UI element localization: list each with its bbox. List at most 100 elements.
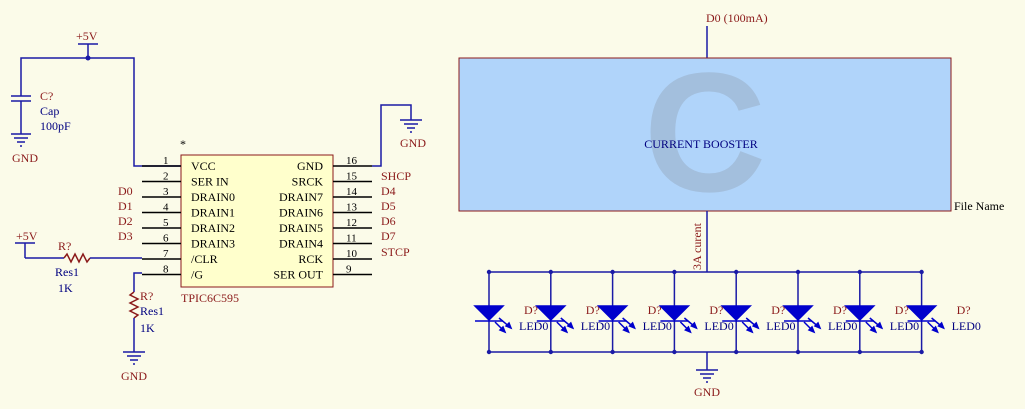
vcc-top-label: +5V	[76, 29, 98, 43]
gnd-ic-label: GND	[400, 136, 426, 150]
ic-pin-name: /G	[191, 268, 203, 282]
right-net-labels: SHCP D4 D5 D6 D7 STCP	[381, 169, 411, 259]
led-6[interactable]: D?LED0	[782, 269, 857, 355]
ic-pin-number: 11	[346, 233, 357, 245]
vcc-left-symbol: +5V	[15, 229, 38, 258]
capacitor-value: 100pF	[40, 119, 71, 133]
capacitor-designator: C?	[40, 89, 53, 103]
current-booster-block[interactable]: C CURRENT BOOSTER	[458, 38, 952, 228]
led-designator: D?	[648, 303, 662, 317]
net-label-stcp: STCP	[381, 245, 410, 259]
gnd-cap-label: GND	[12, 151, 38, 165]
gnd-led-label: GND	[694, 385, 720, 399]
ic-pin-number: 3	[163, 186, 169, 198]
ic-name: TPIC6C595	[181, 291, 239, 305]
ic-pin-number: 9	[346, 264, 352, 276]
net-label-d1: D1	[118, 199, 133, 213]
led-designator: D?	[833, 303, 847, 317]
booster-logo-icon: C	[644, 38, 767, 228]
resistor-clr[interactable]: R? Res1 1K	[55, 239, 91, 295]
ic-pin-number: 14	[346, 186, 358, 198]
net-label-d4: D4	[381, 184, 396, 198]
led-comment: LED0	[643, 319, 672, 333]
ic-pin-name: DRAIN4	[279, 237, 323, 251]
resistor-g-value: 1K	[140, 321, 155, 335]
ic-pin-name: DRAIN6	[279, 206, 323, 220]
led-3[interactable]: D? LED0	[596, 269, 672, 355]
ic-pin-name: GND	[297, 159, 323, 173]
ic-pin-name: RCK	[298, 252, 323, 266]
ic-pin-number: 10	[346, 248, 358, 260]
ic-pin-left-8: 8/G	[142, 264, 203, 282]
led-7[interactable]: D?LED0	[843, 269, 919, 355]
led-designator: D?	[709, 303, 723, 317]
ic-pin-name: DRAIN1	[191, 206, 235, 220]
ic-pin-right-16: 16 GND	[297, 155, 372, 173]
ic-pin-number: 1	[163, 155, 169, 167]
resistor-clr-value: 1K	[58, 281, 73, 295]
gnd-res-label: GND	[121, 369, 147, 383]
net-label-d3: D3	[118, 229, 133, 243]
g-wire	[133, 272, 142, 292]
led-designator: D?	[957, 303, 971, 317]
ic-pin-name: /CLR	[191, 252, 218, 266]
led-5[interactable]: D?LED0	[720, 269, 796, 355]
capacitor-c1[interactable]: C? Cap 100pF	[11, 87, 71, 134]
capacitor-comment: Cap	[40, 104, 59, 118]
ic-pin-number: 13	[346, 202, 358, 214]
ic-pin-left-4: 4 DRAIN1	[142, 202, 235, 220]
led-8[interactable]: D? LED0	[905, 269, 981, 355]
left-net-labels: D0 D1 D2 D3	[118, 184, 133, 243]
ic-pin-name: DRAIN2	[191, 221, 235, 235]
ic-pin-number: 12	[346, 217, 357, 229]
ic-pin-name: DRAIN3	[191, 237, 235, 251]
ic-pin-right-10: 10 RCK	[298, 248, 372, 266]
ic-pin-number: 2	[163, 171, 169, 183]
led-comment: LED0	[519, 319, 548, 333]
led-comment: LED0	[952, 319, 981, 333]
net-label-shcp: SHCP	[381, 169, 411, 183]
ic-pin-left-5: 5 DRAIN2	[142, 217, 235, 235]
led-comment: LED0	[890, 319, 919, 333]
ic-pin-number: 4	[163, 202, 169, 214]
ic-pin-right-14: 14 DRAIN7	[279, 186, 372, 204]
led-comment: LED0	[766, 319, 795, 333]
booster-file-name: File Name	[954, 199, 1004, 213]
gnd-cap-symbol: GND	[11, 133, 38, 165]
led-2[interactable]: D? LED0	[534, 269, 610, 355]
ic-pin-number: 7	[163, 248, 169, 260]
booster-output-label: 3A curent	[690, 222, 704, 270]
ic-pin-right-9: 9 SER OUT	[273, 264, 372, 282]
ic-marker: *	[180, 137, 186, 151]
led-1[interactable]: D? LED0	[473, 269, 548, 355]
led-designator: D?	[586, 303, 600, 317]
led-comment: LED0	[581, 319, 610, 333]
ic-pin-name: VCC	[191, 159, 216, 173]
vcc-left-label: +5V	[16, 229, 38, 243]
ic-pin-number: 8	[163, 264, 169, 276]
net-label-d5: D5	[381, 199, 396, 213]
led-designator: D?	[524, 303, 538, 317]
ic-pin-right-12: 12 DRAIN5	[279, 217, 372, 235]
resistor-g[interactable]: R? Res1 1K	[128, 289, 164, 335]
ic-pin-name: DRAIN0	[191, 190, 235, 204]
net-label-d0: D0	[118, 184, 133, 198]
gnd-ic-symbol: GND	[400, 119, 426, 150]
ic-pin-name: DRAIN7	[279, 190, 323, 204]
booster-title: CURRENT BOOSTER	[644, 137, 757, 151]
ic-pin-name: DRAIN5	[279, 221, 323, 235]
resistor-clr-comment: Res1	[55, 265, 79, 279]
ic-pin-left-3: 3 DRAIN0	[142, 186, 235, 204]
led-array: D?LED0D?LED0D?LED0D?LED0D?LED0D?LED0D?LE…	[473, 269, 981, 355]
gnd-res-symbol: GND	[121, 351, 147, 383]
ic-pin-name: SER OUT	[273, 268, 323, 282]
ic-pin-number: 16	[346, 155, 358, 167]
led-comment: LED0	[704, 319, 733, 333]
net-label-d7: D7	[381, 229, 396, 243]
led-4[interactable]: D? LED0	[658, 269, 734, 355]
ic-pin-number: 5	[163, 217, 169, 229]
